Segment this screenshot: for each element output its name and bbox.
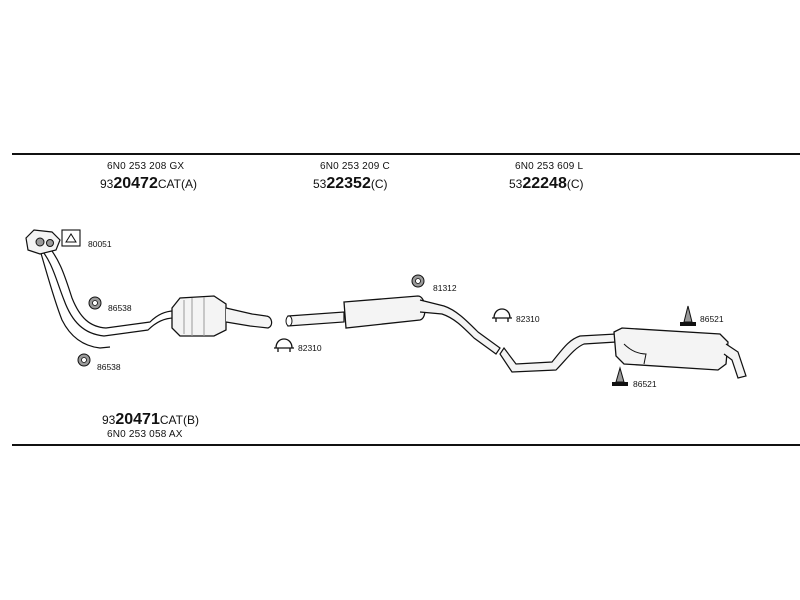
part-number-catalyst-b: 9320471CAT(B) [102,411,199,428]
callout-mount-rear-lower: 86521 [633,379,657,389]
rear-mount-icon [612,305,696,386]
part-number-front-pipe: 9320472CAT(A) [100,175,197,192]
callout-mount-rear-upper: 86521 [700,314,724,324]
callout-hanger-front-lower: 86538 [97,362,121,372]
gasket-icon [61,229,81,247]
catalytic-converter [171,295,273,337]
part-number-middle-silencer: 5322352(C) [313,175,388,192]
callout-clamp-mid-left: 82310 [298,343,322,353]
part-number-rear-silencer: 5322248(C) [509,175,584,192]
pipe-clamp-icon [274,308,512,352]
callout-gasket-front: 80051 [88,239,112,249]
oe-code-rear-silencer: 6N0 253 609 L [515,161,584,172]
bottom-divider [12,444,800,446]
callout-clamp-mid-right: 82310 [516,314,540,324]
oe-code-catalyst-b: 6N0 253 058 AX [107,429,183,440]
top-divider [12,153,800,155]
middle-silencer-assembly [285,295,501,355]
oe-code-front-pipe: 6N0 253 208 GX [107,161,185,172]
callout-hanger-mid: 81312 [433,283,457,293]
rear-silencer-assembly [499,327,747,379]
front-pipe [37,243,175,349]
rubber-hanger-icon [77,274,425,367]
callout-hanger-front-upper: 86538 [108,303,132,313]
oe-code-middle-silencer: 6N0 253 209 C [320,161,390,172]
manifold-flange-icon [25,229,61,255]
